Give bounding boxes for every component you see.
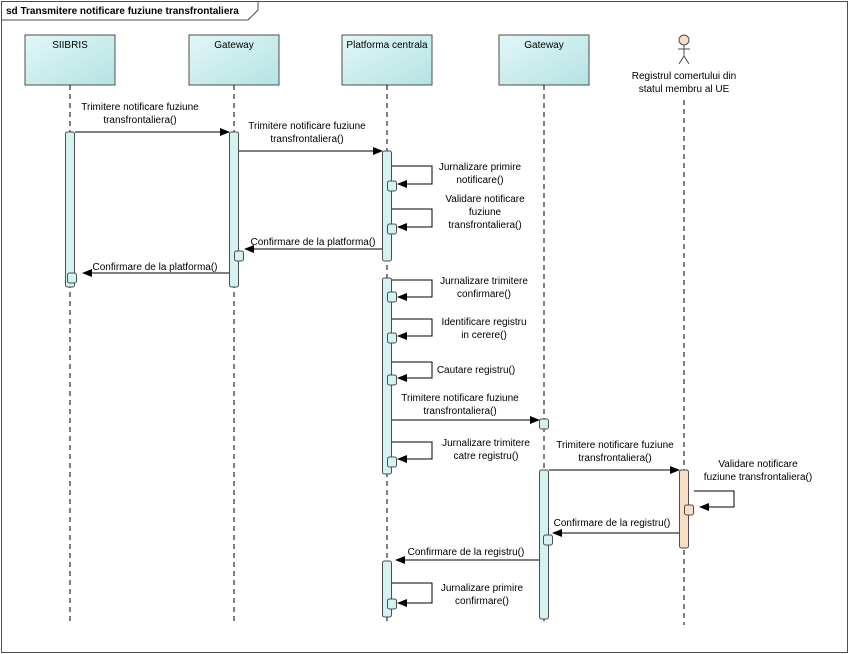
activation-bar <box>229 131 239 288</box>
nested-activation <box>387 223 397 235</box>
lifeline-gw1: Gateway <box>188 34 280 625</box>
lifeline-siibris: SIIBRIS <box>24 34 116 625</box>
nested-activation <box>67 272 77 284</box>
message-12: Trimitere notificare fuziune transfrontal… <box>549 440 680 474</box>
message-label: Validare notificare <box>718 459 798 470</box>
message-label: catre registru() <box>453 451 518 462</box>
lifeline-header-box <box>24 34 116 86</box>
lifeline-label: Gateway <box>214 40 253 51</box>
message-label: Jurnalizare primire <box>441 583 524 594</box>
message-label: Jurnalizare trimitere <box>440 276 528 287</box>
message-label: Confirmare de la platforma() <box>250 237 375 248</box>
self-message-arrow <box>392 361 433 382</box>
nested-activation <box>387 291 397 303</box>
lifeline-reg: Registrul comertului din statul membru al… <box>632 34 737 625</box>
message-label: in cerere() <box>461 330 507 341</box>
message-label: Validare notificare <box>445 194 525 205</box>
nested-activation <box>387 374 397 386</box>
message-label: Jurnalizare primire <box>439 162 522 173</box>
message-label: Trimitere notificare fuziune <box>401 393 519 404</box>
self-message-arrow <box>392 208 433 231</box>
nested-activation <box>543 534 553 546</box>
messages: Trimitere notificare fuziune transfrontal… <box>75 102 812 607</box>
self-message-arrow <box>392 582 433 607</box>
message-label: transfrontaliera() <box>578 453 651 464</box>
actor-icon <box>678 34 690 65</box>
message-9: Cautare registru() <box>392 361 515 382</box>
nested-activation <box>539 418 549 430</box>
nested-activation <box>387 332 397 344</box>
message-label: Confirmare de la platforma() <box>92 262 217 273</box>
message-label: Identificare registru <box>441 317 526 328</box>
message-16: Jurnalizare primire confirmare() <box>392 582 524 607</box>
nested-activation <box>684 504 694 516</box>
activations <box>65 131 694 620</box>
message-label: Trimitere notificare fuziune <box>556 440 674 451</box>
message-label: fuziune <box>469 207 502 218</box>
message-15: Confirmare de la registru() <box>395 547 539 564</box>
self-message-arrow <box>392 318 433 340</box>
message-3: Jurnalizare primire notificare() <box>392 162 522 188</box>
nested-activation <box>387 456 397 468</box>
message-5: Confirmare de la platforma() <box>244 237 382 253</box>
message-label: Cautare registru() <box>437 365 515 376</box>
message-13: Validare notificare fuziune transfrontali… <box>694 459 812 511</box>
message-label: fuziune transfrontaliera() <box>704 472 812 483</box>
nested-activation <box>234 250 244 262</box>
message-14: Confirmare de la registru() <box>552 518 679 537</box>
message-6: Confirmare de la platforma() <box>82 262 229 277</box>
message-label: confirmare() <box>455 596 509 607</box>
message-2: Trimitere notificare fuziune transfrontal… <box>239 121 383 155</box>
lifeline-label: SIIBRIS <box>52 40 88 51</box>
message-label: Trimitere notificare fuziune <box>248 121 366 132</box>
message-label: Jurnalizare trimitere <box>442 438 530 449</box>
lifeline-header-box <box>341 34 433 86</box>
message-label: confirmare() <box>457 289 511 300</box>
message-label: transfrontaliera() <box>103 115 176 126</box>
message-label: transfrontaliera() <box>270 134 343 145</box>
lifeline-label: Platforma centrala <box>346 40 428 51</box>
message-1: Trimitere notificare fuziune transfrontal… <box>75 102 230 136</box>
message-label: Confirmare de la registru() <box>408 547 525 558</box>
nested-activation <box>387 180 397 192</box>
message-label: notificare() <box>456 175 503 186</box>
message-label: Confirmare de la registru() <box>554 518 671 529</box>
self-message-arrow <box>392 165 433 188</box>
frame-title: sd Transmitere notificare fuziune transf… <box>6 6 239 17</box>
message-label: transfrontaliera() <box>448 220 521 231</box>
self-message-arrow <box>392 279 433 301</box>
lifeline-header-box <box>498 34 590 86</box>
message-label: Trimitere notificare fuziune <box>81 102 199 113</box>
message-7: Jurnalizare trimitere confirmare() <box>392 276 528 301</box>
activation-bar <box>382 150 392 262</box>
message-label: transfrontaliera() <box>423 406 496 417</box>
actor-label: Registrul comertului din <box>632 71 737 82</box>
actor-label: statul membru al UE <box>639 84 730 95</box>
frame-title-tab <box>1 1 259 21</box>
message-8: Identificare registru in cerere() <box>392 317 527 341</box>
message-10: Trimitere notificare fuziune transfrontal… <box>392 393 540 424</box>
activation-bar <box>65 131 75 288</box>
lifeline-label: Gateway <box>524 40 563 51</box>
nested-activation <box>387 598 397 610</box>
message-11: Jurnalizare trimitere catre registru() <box>392 438 530 463</box>
self-message-arrow <box>694 490 735 511</box>
self-message-arrow <box>392 441 433 463</box>
message-4: Validare notificare fuziune transfrontalie… <box>392 194 525 231</box>
